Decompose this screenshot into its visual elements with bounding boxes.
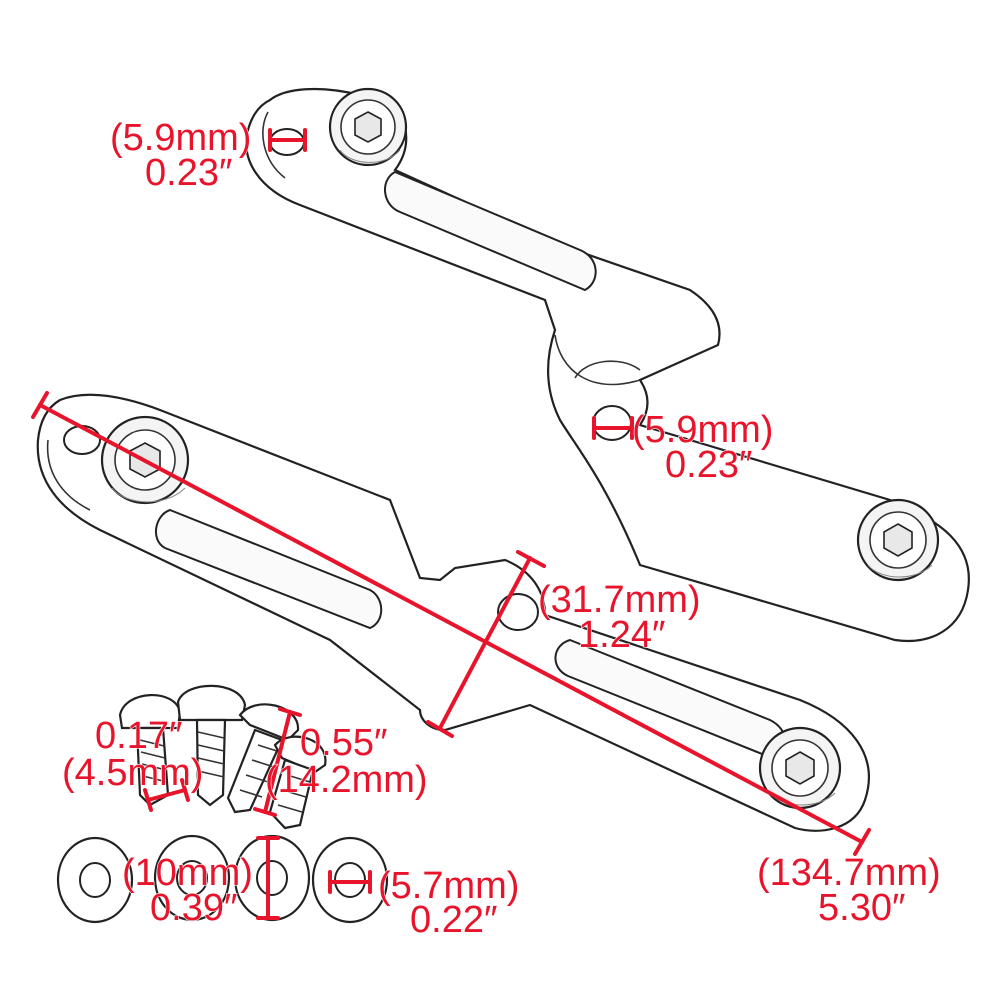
label-washer-inner-mm: (5.7mm) xyxy=(378,865,519,907)
screws-group xyxy=(118,684,327,830)
screw xyxy=(268,735,327,830)
dim-tick xyxy=(426,720,454,738)
bolt-upper-right xyxy=(856,498,940,582)
label-washer-outer-mm: (10mm) xyxy=(122,852,253,894)
dim-offset-line xyxy=(438,556,532,730)
label-upper-center-hole-mm: (5.9mm) xyxy=(632,409,773,451)
dim-tick xyxy=(278,707,302,717)
label-washer-inner-inch: 0.22″ xyxy=(410,899,497,941)
label-upper-end-hole-mm: (5.9mm) xyxy=(110,117,251,159)
washers-group xyxy=(56,834,389,924)
dim-tick xyxy=(253,807,277,817)
dim-tick xyxy=(853,828,871,856)
dim-screw-diameter-line xyxy=(146,788,187,802)
bolt-upper-left xyxy=(328,87,408,167)
washer xyxy=(56,836,134,924)
label-length-mm: (134.7mm) xyxy=(757,852,941,894)
label-offset-mm: (31.7mm) xyxy=(538,579,701,621)
label-offset-inch: 1.24″ xyxy=(578,614,665,656)
label-upper-end-hole-inch: 0.23″ xyxy=(145,152,232,194)
label-upper-center-hole-inch: 0.23″ xyxy=(665,444,752,486)
bracket-lower xyxy=(36,393,870,832)
label-screw-length-inch: 0.55″ xyxy=(300,722,387,764)
dim-tick xyxy=(143,788,153,812)
dimension-labels: (5.9mm) 0.23″ (5.9mm) 0.23″ (31.7mm) 1.2… xyxy=(61,116,941,941)
label-washer-outer-inch: 0.39″ xyxy=(150,887,237,929)
screw xyxy=(176,684,247,807)
washer xyxy=(153,834,231,922)
label-length-inch: 5.30″ xyxy=(818,887,905,929)
dim-tick xyxy=(180,778,190,802)
bracket-upper xyxy=(245,87,970,642)
label-screw-diameter-inch: 0.17″ xyxy=(95,715,182,757)
dim-length-line xyxy=(38,403,864,844)
dimension-lines xyxy=(31,128,871,920)
label-screw-length-mm: (14.2mm) xyxy=(265,759,428,801)
dim-screw-length-line xyxy=(263,710,292,814)
dim-tick xyxy=(516,550,546,568)
label-screw-diameter-mm: (4.5mm) xyxy=(62,752,203,794)
dim-tick xyxy=(31,391,49,419)
